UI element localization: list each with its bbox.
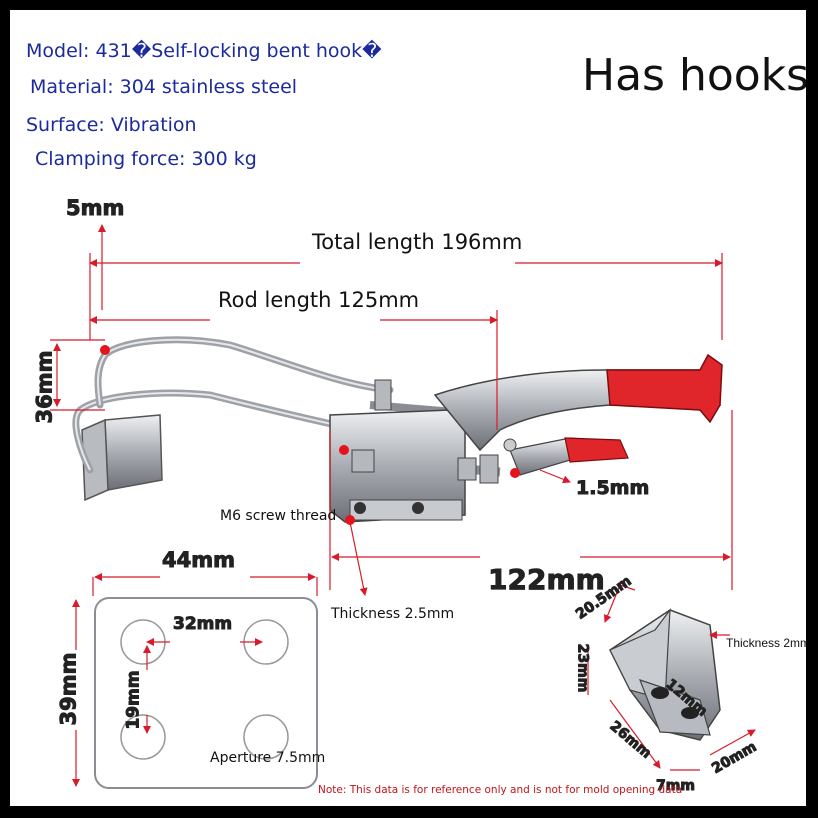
hook-bracket-drawing <box>587 584 756 771</box>
spec-material: Material: 304 stainless steel <box>30 76 298 98</box>
label-bracket-height: 23mm <box>574 643 591 693</box>
label-bracket-depth: 7mm <box>656 778 696 795</box>
latch-clamp-illustration <box>72 336 723 523</box>
label-hook-offset: 5mm <box>65 196 125 221</box>
product-image-panel: Model: 431�Self-locking bent hook� Mater… <box>10 10 806 806</box>
label-height: 36mm <box>32 350 57 424</box>
diagram-drawing <box>50 224 756 789</box>
label-rod-length: Rod length 125mm <box>218 288 420 312</box>
label-handle-gap: 1.5mm <box>575 477 650 500</box>
spec-model: Model: 431�Self-locking bent hook� <box>26 40 382 62</box>
marker-dot <box>100 345 110 355</box>
main-dimension-lines <box>50 224 733 596</box>
label-bracket-thickness: Thickness 2mm <box>726 636 806 650</box>
marker-dot <box>345 515 355 525</box>
reference-note: Note: This data is for reference only an… <box>318 784 683 796</box>
label-thickness: Thickness 2.5mm <box>331 606 455 622</box>
label-aperture: Aperture 7.5mm <box>210 750 326 766</box>
spec-surface: Surface: Vibration <box>26 114 197 136</box>
label-thread: M6 screw thread <box>220 508 337 524</box>
spec-clamping-force: Clamping force: 300 kg <box>35 148 257 170</box>
marker-dot <box>510 468 520 478</box>
label-hole-spacing-x: 32mm <box>172 614 233 635</box>
label-hole-spacing-y: 19mm <box>123 670 144 730</box>
label-total-length: Total length 196mm <box>312 230 523 254</box>
marker-dot <box>339 445 349 455</box>
label-plate-height: 39mm <box>56 652 81 726</box>
label-base-length: 122mm <box>488 563 606 597</box>
page-title: Has hooks <box>582 50 806 101</box>
base-plate-drawing <box>72 573 318 789</box>
label-plate-width: 44mm <box>162 548 236 573</box>
